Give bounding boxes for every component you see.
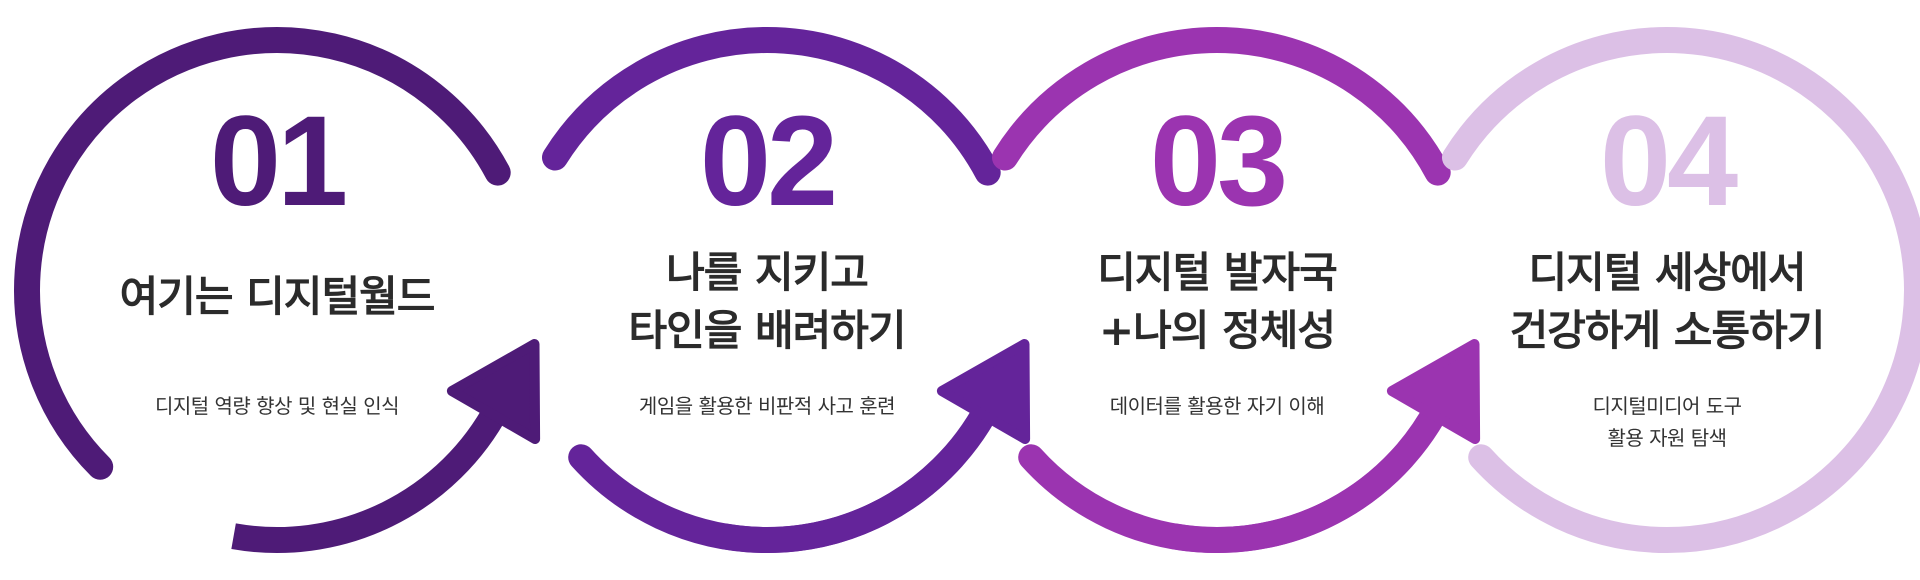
step-number: 01: [209, 90, 348, 233]
step-title-line: 건강하게 소통하기: [1509, 306, 1826, 355]
step-title-line: 타인을 배려하기: [628, 306, 906, 355]
step-description: 디지털 역량 향상 및 현실 인식: [67, 390, 487, 422]
ring-4: [1442, 27, 1920, 554]
step-number: 02: [699, 90, 838, 233]
step-title: 여기는 디지털월드: [67, 268, 487, 326]
step-description-line: 디지털 역량 향상 및 현실 인식: [154, 394, 400, 418]
ring-arc: [1442, 27, 1901, 186]
ring-arc: [1171, 401, 1450, 553]
ring-arc: [1468, 444, 1866, 554]
ring-3: [992, 27, 1481, 554]
ring-arc: [992, 27, 1451, 186]
step-title-line: 디지털 세상에서: [1528, 248, 1806, 297]
ring-arc: [231, 401, 510, 553]
step-description-line: 디지털미디어 도구: [1592, 394, 1742, 418]
ring-arrows: [14, 27, 1920, 554]
step-title-line: 디지털 발자국: [1097, 248, 1337, 297]
step-title-line: +나의 정체성: [1098, 306, 1336, 355]
step-description: 게임을 활용한 비판적 사고 훈련: [557, 390, 977, 422]
ring-arc: [542, 27, 1001, 186]
step-number: 03: [1149, 90, 1288, 233]
ring-1: [14, 27, 541, 553]
step-description-line: 게임을 활용한 비판적 사고 훈련: [638, 394, 896, 418]
ring-arc: [1839, 159, 1920, 471]
ring-arc: [721, 401, 1000, 553]
step-description-line: 활용 자원 탐색: [1607, 426, 1727, 450]
step-title-line: 여기는 디지털월드: [119, 272, 436, 321]
step-title-line: 나를 지키고: [666, 248, 869, 297]
step-description: 데이터를 활용한 자기 이해: [1007, 390, 1427, 422]
step-title: 디지털 발자국 +나의 정체성: [1007, 244, 1427, 360]
arrow-head-icon: [1386, 339, 1481, 444]
arrow-head-icon: [446, 339, 541, 444]
step-number: 04: [1599, 90, 1738, 233]
step-description-line: 데이터를 활용한 자기 이해: [1109, 394, 1325, 418]
arrow-head-icon: [936, 339, 1031, 444]
ring-2: [542, 27, 1031, 554]
ring-arc: [14, 27, 511, 480]
